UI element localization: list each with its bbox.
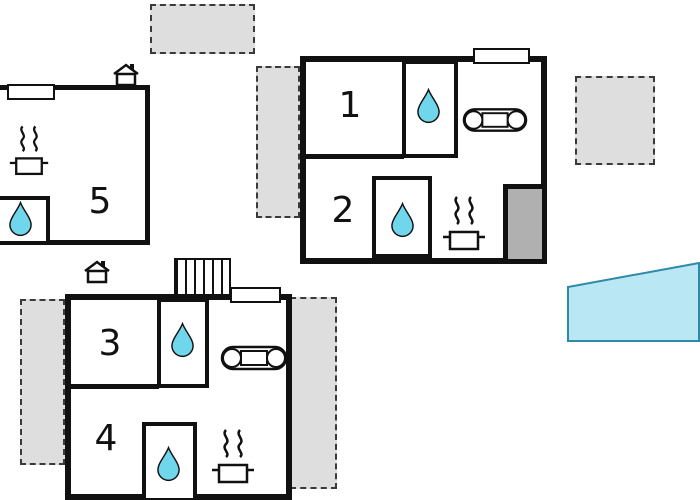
- cooking-pot-icon: [210, 426, 256, 490]
- interior-wall-room-3: [69, 384, 159, 389]
- water-drop-icon: [416, 88, 441, 124]
- room-label-5: 5: [88, 181, 112, 222]
- window-building-34: [230, 287, 281, 303]
- room-label-1: 1: [338, 85, 362, 126]
- terrace-right-of-building-34: [290, 297, 337, 489]
- cooking-pot-icon: [8, 122, 50, 182]
- cooking-pot-icon: [441, 194, 487, 256]
- terrace-right-upper: [575, 76, 655, 165]
- sofa-icon: [462, 99, 528, 141]
- water-drop-icon: [170, 322, 195, 358]
- stairs-icon: [174, 258, 231, 296]
- terrace-left-of-building-12: [256, 66, 300, 218]
- sofa-icon: [220, 337, 288, 379]
- room-label-4: 4: [94, 418, 118, 459]
- gray-annex-block: [503, 184, 547, 264]
- water-drop-icon: [8, 201, 33, 237]
- water-drop-icon: [156, 446, 181, 482]
- window-building-5: [7, 84, 55, 100]
- interior-wall-room-1: [304, 154, 404, 159]
- room-label-2: 2: [331, 190, 355, 231]
- room-label-3: 3: [98, 323, 122, 364]
- water-drop-icon: [390, 202, 415, 238]
- pool-water-area: [567, 262, 700, 342]
- terrace-left-of-building-34: [20, 299, 65, 465]
- terrace-top: [150, 4, 255, 54]
- window-building-12: [473, 48, 530, 64]
- fireplace-icon: [83, 260, 111, 284]
- fireplace-icon: [112, 63, 140, 87]
